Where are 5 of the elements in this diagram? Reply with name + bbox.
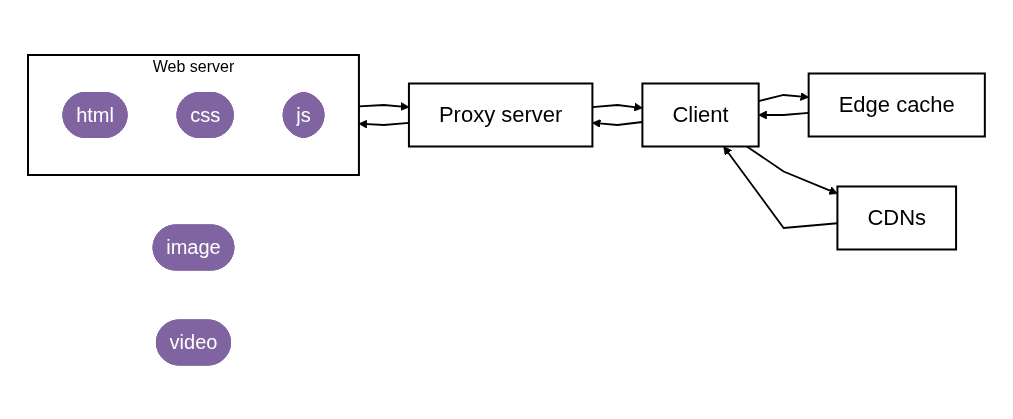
node-box: Client [641,82,760,147]
arrow [746,145,838,195]
node-box: Edge cache [807,72,986,137]
node-box: CDNs [836,185,958,250]
node-box: Proxy server [408,82,594,147]
